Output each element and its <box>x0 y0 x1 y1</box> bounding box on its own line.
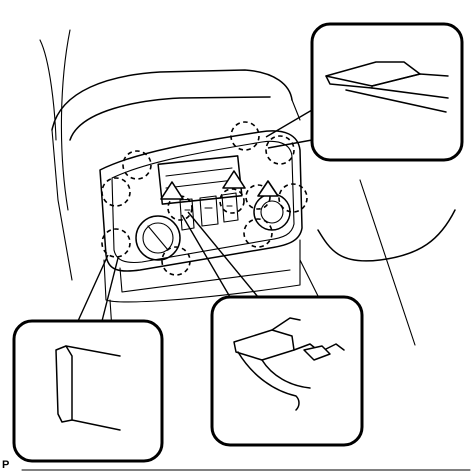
clip-marker <box>101 177 131 207</box>
callout-lower-center <box>210 295 364 447</box>
clip-marker <box>245 184 271 210</box>
callout-lower-left <box>12 319 164 463</box>
clip-marker <box>161 246 191 276</box>
claw-markers <box>160 170 279 200</box>
clip-marker <box>243 218 273 248</box>
clip-marker <box>101 228 131 258</box>
clip-marker <box>278 183 308 213</box>
claw-marker <box>257 180 279 197</box>
clip-marker <box>122 150 152 180</box>
clip-marker <box>230 121 260 151</box>
leader-lines <box>77 109 313 322</box>
figure-code: P <box>2 459 10 471</box>
claw-marker <box>222 170 246 189</box>
callout-upper-right <box>310 22 464 162</box>
claw-marker <box>160 181 184 200</box>
clip-markers <box>101 121 308 276</box>
clip-marker <box>219 188 245 214</box>
clip-marker <box>265 135 295 165</box>
